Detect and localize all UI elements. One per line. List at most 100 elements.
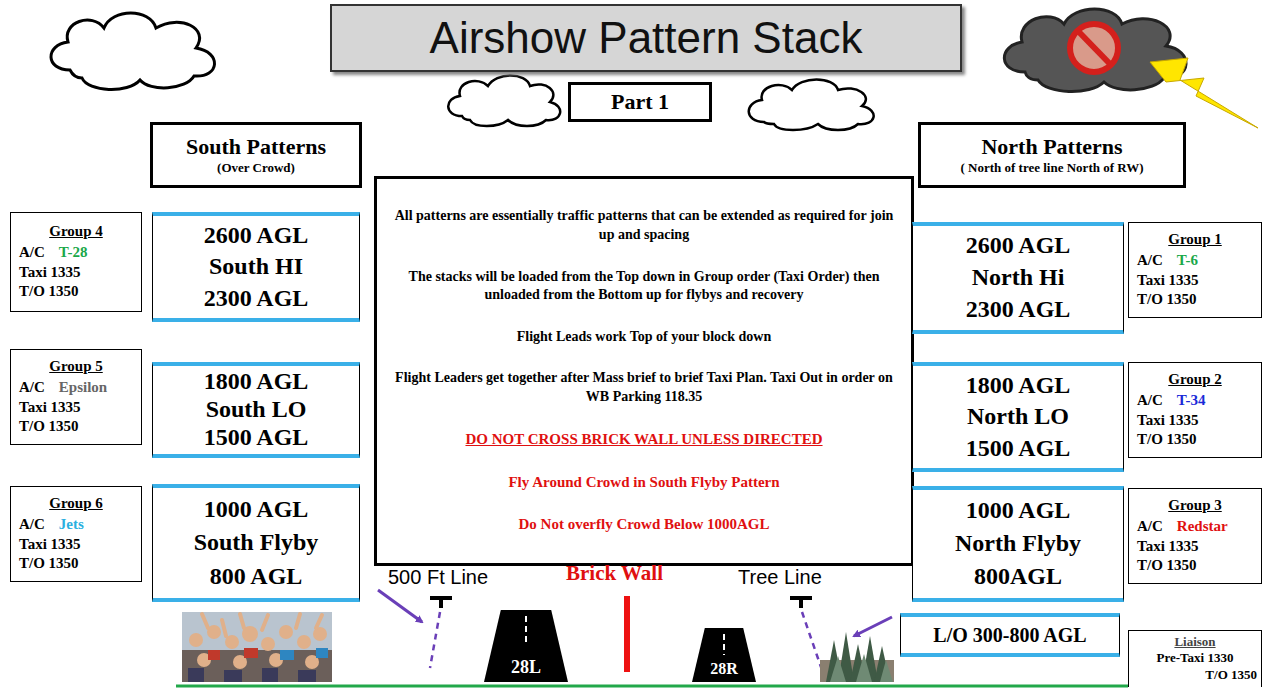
notes-box: All patterns are essentially traffic pat…: [374, 176, 914, 566]
aircraft-label: A/C: [19, 516, 45, 532]
aircraft-row: A/C Epsilon: [19, 377, 133, 398]
group-box: Group 5 A/C EpsilonTaxi 1335T/O 1350: [10, 349, 142, 445]
time-line: Taxi 1335: [19, 263, 133, 283]
briefing-note: The stacks will be loaded from the Top d…: [389, 268, 899, 306]
line-label: 500 Ft Line: [388, 566, 488, 589]
alt-box: 1800 AGL North LO 1500 AGL: [912, 362, 1124, 472]
group-box: Group 2 A/C T-34Taxi 1335T/O 1350: [1128, 362, 1262, 458]
ground-line: [176, 685, 1128, 688]
header-box: North Patterns( North of tree line North…: [918, 122, 1186, 188]
altitude-value: 2600 AGL: [204, 222, 309, 250]
warning-note: DO NOT CROSS BRICK WALL UNLESS DIRECTED: [465, 429, 822, 449]
time-line: Taxi 1335: [1137, 537, 1253, 557]
aircraft-label: A/C: [19, 244, 45, 260]
brick-wall: [624, 596, 630, 672]
group-box: Group 1 A/C T-6Taxi 1335T/O 1350: [1128, 222, 1262, 318]
runway-number: 28R: [710, 660, 738, 678]
header-title: South Patterns: [186, 134, 326, 160]
pattern-name: South LO: [206, 396, 307, 424]
liaison-heading: Liaison: [1174, 634, 1215, 650]
aircraft-row: A/C T-34: [1137, 390, 1253, 411]
altitude-value: 1800 AGL: [204, 368, 309, 396]
alt-box: 1800 AGLSouth LO1500 AGL: [152, 362, 360, 458]
line-label: Tree Line: [738, 566, 822, 589]
time-line: T/O 1350: [19, 282, 133, 302]
group-heading: Group 1: [1137, 230, 1253, 250]
group-heading: Group 2: [1137, 370, 1253, 390]
line-marker: [790, 598, 892, 670]
aircraft-row: A/C T-28: [19, 242, 133, 263]
group-heading: Group 5: [19, 357, 133, 377]
time-line: T/O 1350: [1137, 556, 1253, 576]
altitude-value: 2300 AGL: [966, 296, 1071, 324]
alt-box: 1000 AGL South Flyby 800 AGL: [152, 484, 360, 602]
liaison-box: LiaisonPre-Taxi 1330T/O 1350: [1128, 630, 1262, 687]
briefing-note: Flight Leads work Top of your block down: [517, 328, 772, 347]
altitude-value: 800 AGL: [210, 563, 303, 591]
altitude-value: 2300 AGL: [204, 285, 309, 313]
group-box: Group 6A/CJetsTaxi 1335T/O 1350: [10, 486, 142, 582]
briefing-note: Flight Leaders get together after Mass b…: [389, 369, 899, 407]
aircraft-type: Jets: [59, 516, 84, 532]
group-box: Group 3 A/C RedstarTaxi 1335T/O 1350: [1128, 488, 1262, 584]
alt-box: 2600 AGL South HI 2300 AGL: [152, 212, 360, 322]
pattern-name: South Flyby: [194, 529, 319, 557]
time-line: T/O 1350: [1137, 430, 1253, 450]
warning-note: Do Not overfly Crowd Below 1000AGL: [519, 514, 770, 534]
altitude-value: 1000 AGL: [966, 497, 1071, 525]
title-box: Airshow Pattern Stack: [330, 4, 962, 72]
header-box: South Patterns(Over Crowd): [150, 122, 362, 188]
line-marker: [378, 590, 452, 668]
aircraft-label: A/C: [1137, 392, 1163, 408]
aircraft-type: Epsilon: [59, 379, 107, 395]
box-label: Part 1: [611, 89, 669, 115]
pattern-name: North LO: [967, 403, 1069, 431]
aircraft-label: A/C: [1137, 252, 1163, 268]
time-line: T/O 1350: [19, 554, 133, 574]
alt-box: 2600 AGL North Hi 2300 AGL: [912, 222, 1124, 334]
trees: [820, 632, 894, 682]
briefing-note: All patterns are essentially traffic pat…: [389, 207, 899, 245]
time-line: Taxi 1335: [1137, 271, 1253, 291]
aircraft-type: Redstar: [1177, 518, 1228, 534]
time-line: Taxi 1335: [19, 398, 133, 418]
time-line: T/O 1350: [1137, 290, 1253, 310]
altitude-value: 1500 AGL: [966, 435, 1071, 463]
aircraft-row: A/C Jets: [19, 514, 133, 535]
altitude-value: 1500 AGL: [204, 424, 309, 452]
pattern-name: North Hi: [972, 264, 1065, 292]
plain-box: Part 1: [568, 82, 712, 122]
storm-cloud: [1004, 9, 1258, 128]
runway-box: 28L: [484, 610, 568, 682]
aircraft-label: A/C: [19, 379, 45, 395]
group-heading: Group 4: [19, 222, 133, 242]
altitude-value: 1000 AGL: [204, 496, 309, 524]
crowd-illustration: [182, 612, 332, 682]
wall-label: Brick Wall: [566, 561, 663, 586]
altitude-value: 2600 AGL: [966, 232, 1071, 260]
altitude-value: 1800 AGL: [966, 372, 1071, 400]
pattern-name: North Flyby: [955, 530, 1081, 558]
aircraft-type: T-28: [59, 244, 88, 260]
runway-box: 28R: [692, 628, 756, 682]
warning-note: Fly Around Crowd in South Flyby Pattern: [508, 472, 779, 492]
group-box: Group 4 A/C T-28Taxi 1335T/O 1350: [10, 212, 142, 312]
aircraft-type: T-34: [1177, 392, 1206, 408]
time-line: T/O 1350: [19, 417, 133, 437]
time-line: Taxi 1335: [1137, 411, 1253, 431]
aircraft-type: T-6: [1177, 252, 1198, 268]
aircraft-label: A/C: [1137, 518, 1163, 534]
cloud: [51, 13, 215, 90]
small-cloud: [448, 76, 873, 131]
lo-box: L/O 300-800 AGL: [900, 613, 1120, 657]
header-subtitle: (Over Crowd): [217, 160, 295, 176]
group-heading: Group 3: [1137, 496, 1253, 516]
header-subtitle: ( North of tree line North of RW): [960, 160, 1143, 176]
title-text: Airshow Pattern Stack: [430, 13, 863, 63]
time-line: T/O 1350: [1205, 667, 1257, 683]
pattern-name: South HI: [209, 253, 303, 281]
group-heading: Group 6: [19, 494, 133, 514]
aircraft-row: A/C T-6: [1137, 250, 1253, 271]
header-title: North Patterns: [981, 134, 1122, 160]
